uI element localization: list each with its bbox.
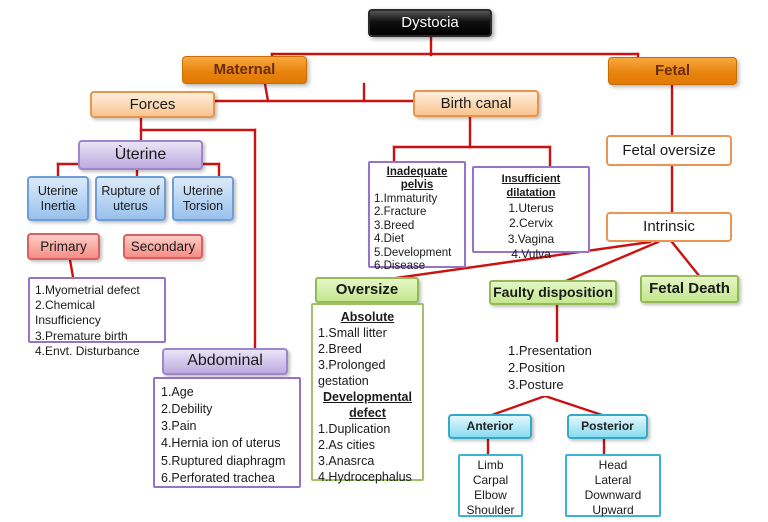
- list-item: 1.Immaturity: [374, 192, 438, 205]
- list-item: 3.Vagina: [507, 231, 555, 246]
- list-item: 6.Disease: [374, 260, 426, 273]
- list-item: 1.Myometrial defect: [35, 283, 140, 297]
- node-uterine-inertia: Uterine Inertia: [27, 176, 89, 221]
- list-item: Shoulder: [466, 503, 515, 517]
- list-item: 3.Breed: [374, 219, 415, 232]
- list-item: 6.Perforated trachea: [161, 470, 275, 485]
- node-fetal-oversize: Fetal oversize: [606, 135, 732, 166]
- list-heading: Inadequate pelvis: [386, 166, 448, 192]
- list-item: 4.Hernia ion of uterus: [161, 436, 281, 451]
- list-item: 4.Envt. Disturbance: [35, 343, 140, 358]
- list-item: 3.Prolonged gestation: [318, 358, 386, 388]
- list-item: 3.Anasrca: [318, 454, 375, 468]
- node-faulty-disposition: Faulty disposition: [489, 280, 617, 305]
- node-birth-canal: Birth canal: [413, 90, 539, 117]
- node-dystocia: Dystocia: [368, 9, 492, 37]
- list-item: 2.Cervix: [508, 216, 553, 231]
- list-item: 5.Development: [374, 246, 452, 259]
- node-intrinsic: Intrinsic: [606, 212, 732, 242]
- list-heading: Insufficient dilatation: [501, 173, 561, 200]
- list-item: 3.Premature birth: [35, 328, 128, 343]
- list-item: 4.Hydrocephalus: [318, 470, 412, 484]
- node-uterine-torsion: Uterine Torsion: [172, 176, 234, 221]
- list-item: 1.Duplication: [318, 422, 391, 436]
- list-heading: Absolute: [340, 310, 395, 324]
- posterior-presentation-list: Head Lateral Downward Upward: [565, 454, 661, 517]
- abdominal-causes-list: 1.Age 2.Debility 3.Pain 4.Hernia ion of …: [153, 377, 301, 488]
- list-item: 4.Diet: [374, 233, 405, 246]
- list-item: 2.Breed: [318, 342, 362, 356]
- list-item: 1.Age: [161, 385, 194, 399]
- list-item: Lateral: [594, 473, 632, 487]
- node-anterior: Anterior: [448, 414, 532, 439]
- list-item: 4.Vulva: [511, 247, 551, 262]
- inadequate-pelvis-list: Inadequate pelvis 1.Immaturity 2.Fractur…: [368, 161, 466, 272]
- list-item: Upward: [592, 503, 634, 517]
- anterior-presentation-list: Limb Carpal Elbow Shoulder: [458, 454, 523, 517]
- insufficient-dilatation-list: Insufficient dilatation 1.Uterus 2.Cervi…: [472, 166, 590, 261]
- list-item: 3.Posture: [508, 377, 564, 393]
- list-item: 2.Debility: [161, 402, 213, 417]
- faulty-disposition-list: 1.Presentation 2.Position 3.Posture: [508, 342, 618, 396]
- node-fetal: Fetal: [608, 57, 737, 85]
- node-secondary: Secondary: [123, 234, 203, 259]
- list-item: 2.Position: [508, 360, 566, 376]
- list-item: 5.Ruptured diaphragm: [161, 453, 286, 468]
- list-item: Downward: [584, 488, 642, 502]
- node-posterior: Posterior: [567, 414, 648, 439]
- node-primary: Primary: [27, 233, 100, 260]
- list-item: 1.Small litter: [318, 326, 387, 340]
- list-item: Carpal: [472, 473, 509, 487]
- list-item: Limb: [477, 458, 504, 472]
- list-item: Elbow: [474, 488, 507, 502]
- node-fetal-death: Fetal Death: [640, 275, 739, 303]
- node-maternal: Maternal: [182, 56, 307, 84]
- node-oversize: Oversize: [315, 277, 419, 303]
- list-item: Head: [598, 458, 628, 472]
- list-item: 1.Presentation: [508, 343, 592, 358]
- list-item: 2.As cities: [318, 438, 375, 452]
- oversize-detail-list: Absolute 1.Small litter 2.Breed 3.Prolon…: [311, 303, 424, 484]
- list-item: 2.Chemical Insufficiency: [35, 298, 101, 328]
- list-item: 2.Fracture: [374, 206, 427, 219]
- list-heading: Developmental defect: [323, 390, 412, 420]
- primary-causes-list: 1.Myometrial defect 2.Chemical Insuffici…: [28, 277, 166, 358]
- list-item: 3.Pain: [161, 419, 197, 434]
- node-forces: Forces: [90, 91, 215, 118]
- node-rupture-of-uterus: Rupture of uterus: [95, 176, 166, 221]
- list-item: 1.Uterus: [508, 200, 554, 215]
- node-abdominal: Abdominal: [162, 348, 288, 375]
- node-uterine: Ùterine: [78, 140, 203, 170]
